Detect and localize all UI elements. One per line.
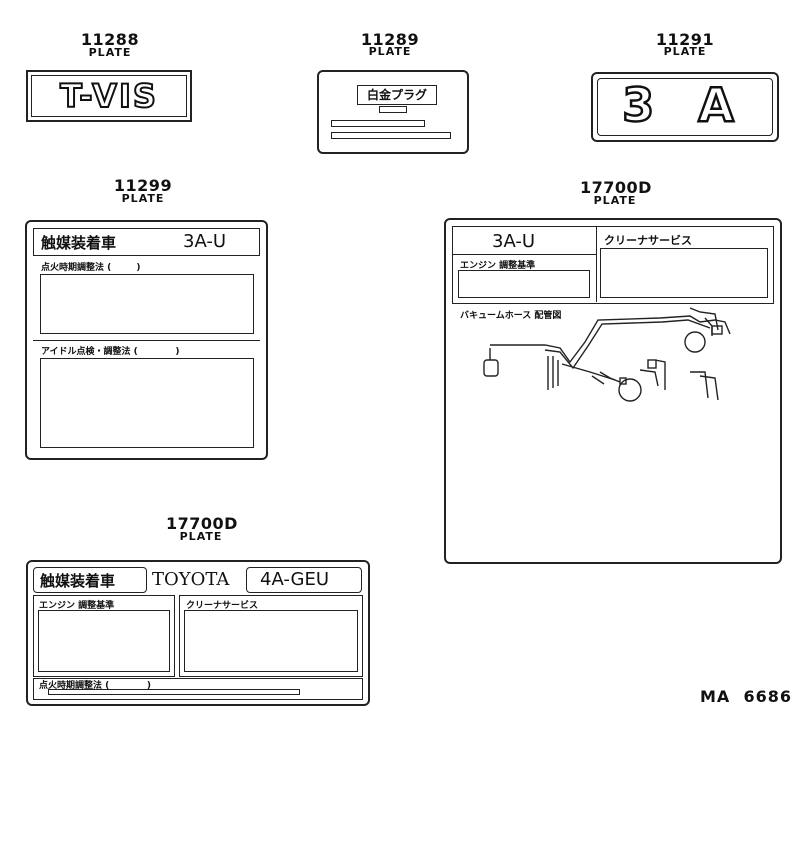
vac-vertical-divider bbox=[596, 226, 597, 302]
p6-header-box-1 bbox=[33, 567, 147, 593]
p6-service-frame bbox=[179, 595, 363, 677]
figure-code: MA 6686 bbox=[700, 687, 792, 706]
plate-3a: 3 A bbox=[591, 72, 779, 142]
p6-timing-label: 点火時期調整法 ( ) bbox=[39, 681, 151, 691]
part-label-11288: PLATE bbox=[88, 46, 132, 59]
plate-platinum-plug-text: 白金プラグ bbox=[357, 85, 437, 105]
plate-vacuum-3au: 3A-U エンジン 調整基準 クリーナサービス バキュームホース 配管図 bbox=[444, 218, 782, 564]
part-number-17700d-b: 17700D bbox=[166, 514, 238, 533]
plate-platinum-plug-bar-mid bbox=[331, 120, 425, 127]
vac-engine-box bbox=[452, 226, 596, 255]
vac-service-box bbox=[600, 248, 768, 298]
p6-service-label: クリーナサービス bbox=[186, 601, 259, 611]
catalyst-divider bbox=[33, 340, 260, 341]
part-label-11289: PLATE bbox=[368, 45, 412, 58]
plate-platinum-plug: 白金プラグ bbox=[317, 70, 469, 154]
vac-top-section bbox=[452, 226, 774, 304]
vac-std-box bbox=[458, 270, 590, 298]
catalyst-engine-code: 3A-U bbox=[183, 231, 227, 252]
vac-service-label: クリーナサービス bbox=[604, 234, 692, 247]
p6-timing-frame bbox=[33, 678, 363, 700]
catalyst-section2-box bbox=[40, 358, 254, 448]
plate-3a-text: 3 A bbox=[621, 77, 748, 134]
p6-engine-code: 4A-GEU bbox=[260, 569, 330, 590]
catalyst-header-box bbox=[33, 228, 260, 256]
part-number-11299: 11299 bbox=[113, 176, 173, 195]
plate-tvis-inner-frame bbox=[31, 75, 187, 117]
part-number-11289: 11289 bbox=[360, 30, 420, 49]
p6-std-frame bbox=[33, 595, 175, 677]
plate-catalyst-4ageu: 触媒装着車 TOYOTA 4A-GEU エンジン 調整基準 クリーナサービス 点… bbox=[26, 560, 370, 706]
catalyst-header-text: 触媒装着車 bbox=[41, 234, 117, 252]
vac-std-label: エンジン 調整基準 bbox=[460, 261, 536, 271]
part-number-11291: 11291 bbox=[655, 30, 715, 49]
p6-engine-box bbox=[246, 567, 362, 593]
catalyst-section1-box bbox=[40, 274, 254, 334]
part-number-11288: 11288 bbox=[80, 30, 140, 49]
p6-header-text: 触媒装着車 bbox=[40, 572, 116, 590]
catalyst-section2-label: アイドル点検・調整法 ( ) bbox=[41, 347, 180, 357]
p6-brand-text: TOYOTA bbox=[152, 569, 230, 590]
catalyst-section1-label: 点火時期調整法 ( ) bbox=[41, 263, 141, 273]
p6-service-box bbox=[184, 610, 358, 672]
plate-platinum-plug-bar-long bbox=[331, 132, 451, 139]
plate-platinum-plug-bar-small bbox=[379, 106, 407, 113]
plate-tvis-text: T-VIS bbox=[59, 76, 158, 116]
p6-timing-bar bbox=[48, 689, 300, 695]
part-label-11299: PLATE bbox=[121, 192, 165, 205]
vac-engine-code: 3A-U bbox=[492, 231, 536, 252]
part-label-11291: PLATE bbox=[663, 45, 707, 58]
plate-3a-inner-frame bbox=[597, 78, 773, 136]
p6-std-box bbox=[38, 610, 170, 672]
plate-tvis: T-VIS bbox=[26, 70, 192, 122]
vac-diagram-label: バキュームホース 配管図 bbox=[460, 311, 562, 321]
p6-std-label: エンジン 調整基準 bbox=[39, 601, 115, 611]
plate-catalyst-3au: 触媒装着車 3A-U 点火時期調整法 ( ) アイドル点検・調整法 ( ) bbox=[25, 220, 268, 460]
part-number-17700d-a: 17700D bbox=[580, 178, 652, 197]
part-label-17700d-a: PLATE bbox=[593, 194, 637, 207]
part-label-17700d-b: PLATE bbox=[179, 530, 223, 543]
